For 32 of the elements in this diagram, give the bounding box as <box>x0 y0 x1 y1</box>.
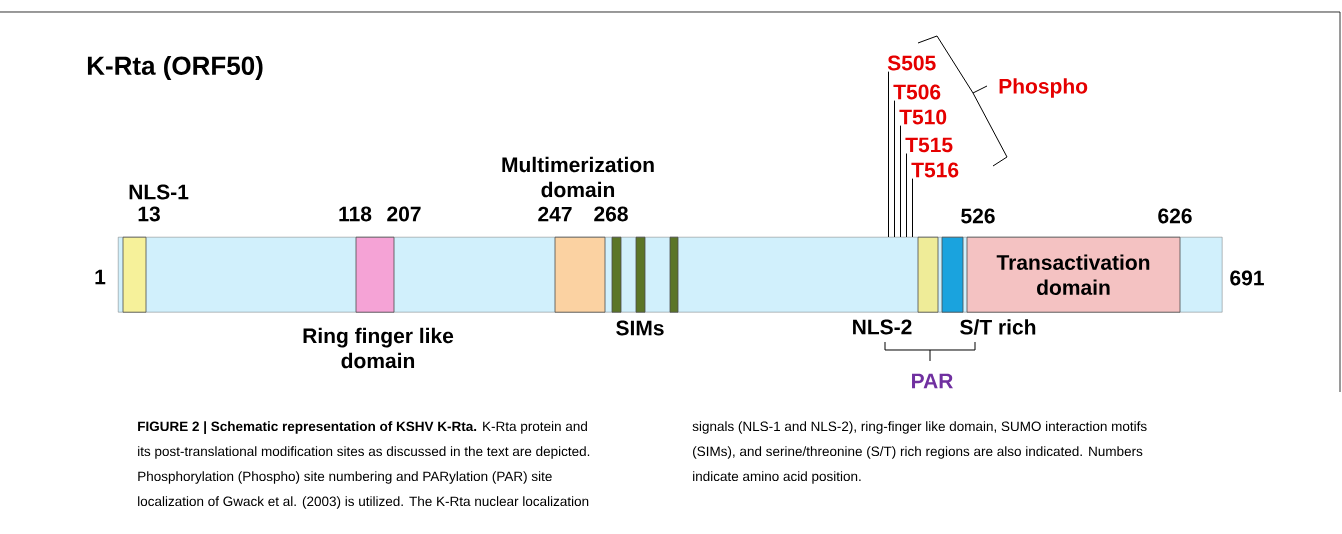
domain-label: SIMs <box>616 320 664 336</box>
domain-label: NLS-1 <box>129 184 189 200</box>
domain-label: S/T rich <box>960 319 1036 335</box>
position-number: 247 <box>538 206 572 222</box>
domain-box <box>635 236 646 313</box>
leader-line <box>906 153 907 238</box>
site-label: T515 <box>905 137 953 153</box>
bracket-label: Phospho <box>999 78 1088 98</box>
domain-label: NLS-2 <box>853 319 912 335</box>
leader-line <box>900 125 901 238</box>
bracket-label: PAR <box>912 373 953 389</box>
leader-line <box>894 100 895 238</box>
position-number: 526 <box>961 208 995 224</box>
site-label: T510 <box>899 109 947 125</box>
title: K-Rta (ORF50) <box>87 55 263 81</box>
domain-box <box>669 236 679 313</box>
domain-box: Transactivation domain <box>966 236 1181 313</box>
caption: FIGURE 2 | Schematic representation of KSHV K-Rta. K-Rta protein and its post-translational modification sites as discussed in the text are depicted. Phosphorylation (Phospho) site numbering and PARylation (PAR) site localization of Gwack et al. (2003) is utilized. The K-Rta nuclear localization signals (NLS-1 and NLS-2), ring-finger like domain, SUMO interaction motifs (SIMs), and serine/threonine (S/T) rich regions are also indicated. Numbers indicate amino acid position. <box>138 421 1147 509</box>
site-label: T516 <box>911 162 959 178</box>
position-number: 207 <box>387 206 421 222</box>
position-number: 626 <box>1158 208 1192 224</box>
position-number: 268 <box>594 206 628 222</box>
site-label: S505 <box>887 55 936 71</box>
position-number: 13 <box>138 206 160 222</box>
position-number: 691 <box>1230 270 1264 286</box>
leader-line <box>888 71 889 238</box>
position-number: 118 <box>339 206 372 222</box>
domain-box <box>611 236 622 313</box>
domain-label: Ring finger like domain <box>303 327 454 369</box>
site-label: T506 <box>893 84 941 100</box>
domain-label: Multimerization domain <box>502 156 654 198</box>
leader-line <box>912 178 913 238</box>
